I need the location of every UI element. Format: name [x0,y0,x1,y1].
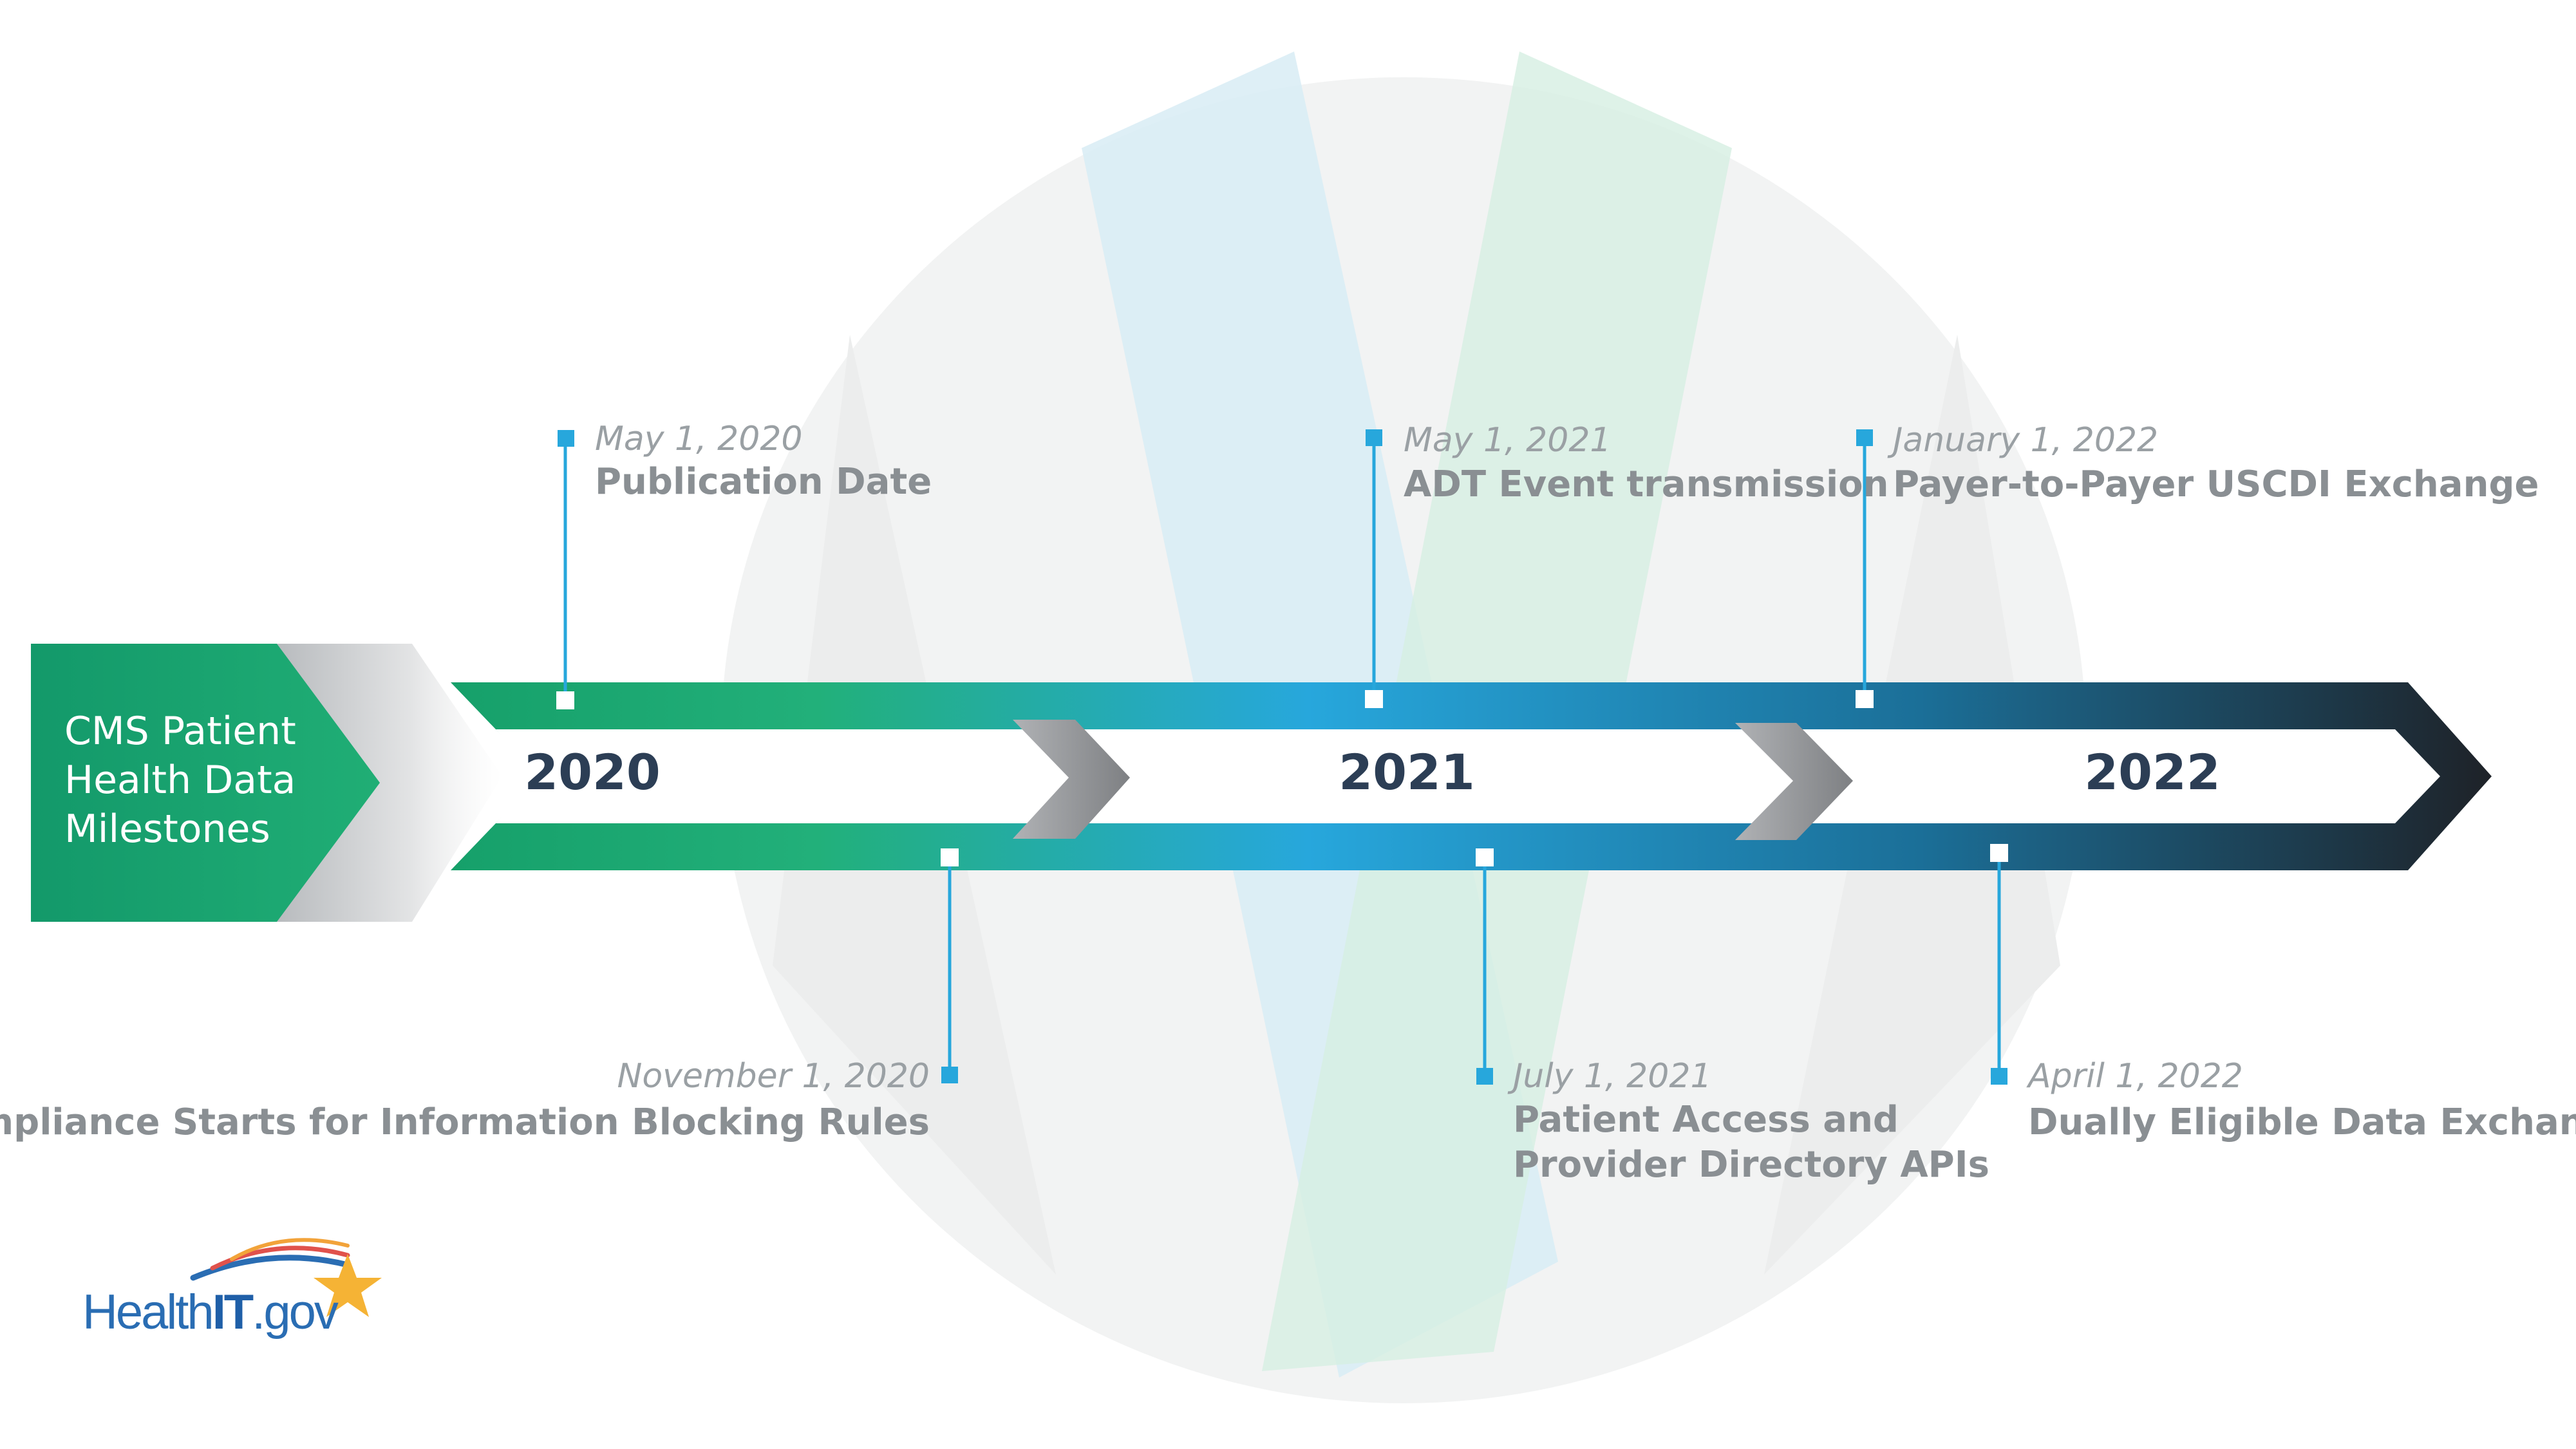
event-5-label: Payer-to-Payer USCDI Exchange [1893,463,2539,505]
band-node-1 [556,691,574,709]
event-4-label-line-1: Patient Access and [1513,1099,1899,1141]
event-2-date: November 1, 2020 [617,1057,930,1096]
event-marker-3 [1366,429,1382,446]
band-node-3 [1365,690,1383,708]
title-line-2: Health Data [64,758,296,803]
event-marker-4 [1476,1068,1493,1085]
logo-suffix: .gov [252,1285,339,1340]
title-line-3: Milestones [64,807,270,852]
title-chevron [31,644,380,922]
event-4-label-line-2: Provider Directory APIs [1513,1144,1989,1186]
title-line-1: CMS Patient [64,709,296,754]
logo-prefix: Health [82,1285,214,1340]
title-fade-arrow [277,644,502,922]
year-label-2022: 2022 [2084,743,2221,801]
band-node-4 [1476,848,1494,866]
event-2-label: Compliance Starts for Information Blocki… [0,1101,930,1143]
event-1-date: May 1, 2020 [595,420,803,458]
event-3-date: May 1, 2021 [1404,421,1612,460]
event-marker-1 [558,430,574,447]
chevron-separator-1 [1013,720,1130,839]
diagram-title: CMS Patient Health Data Milestones [64,707,335,854]
logo-bold: IT [212,1285,254,1340]
event-marker-5 [1856,429,1873,446]
year-label-2020: 2020 [524,743,661,801]
band-node-6 [1990,844,2008,862]
event-5-date: January 1, 2022 [1893,421,2159,460]
event-6-label: Dually Eligible Data Exchange [2028,1101,2576,1143]
star-icon [314,1254,382,1317]
event-6-date: April 1, 2022 [2028,1057,2243,1096]
event-4-date: July 1, 2021 [1513,1057,1712,1096]
timeline-band [451,682,2492,870]
event-3-label: ADT Event transmission [1404,463,1889,505]
event-marker-2 [941,1067,958,1083]
event-stems [563,438,2001,1076]
band-node-5 [1856,690,1874,708]
healthit-logo: HealthIT.gov [82,1284,339,1340]
band-node-2 [941,848,959,866]
healthit-logo-swoosh [190,1238,351,1281]
event-1-label: Publication Date [595,461,932,503]
chevron-separator-2 [1735,723,1853,840]
event-marker-6 [1991,1068,2007,1085]
year-label-2021: 2021 [1339,743,1475,801]
